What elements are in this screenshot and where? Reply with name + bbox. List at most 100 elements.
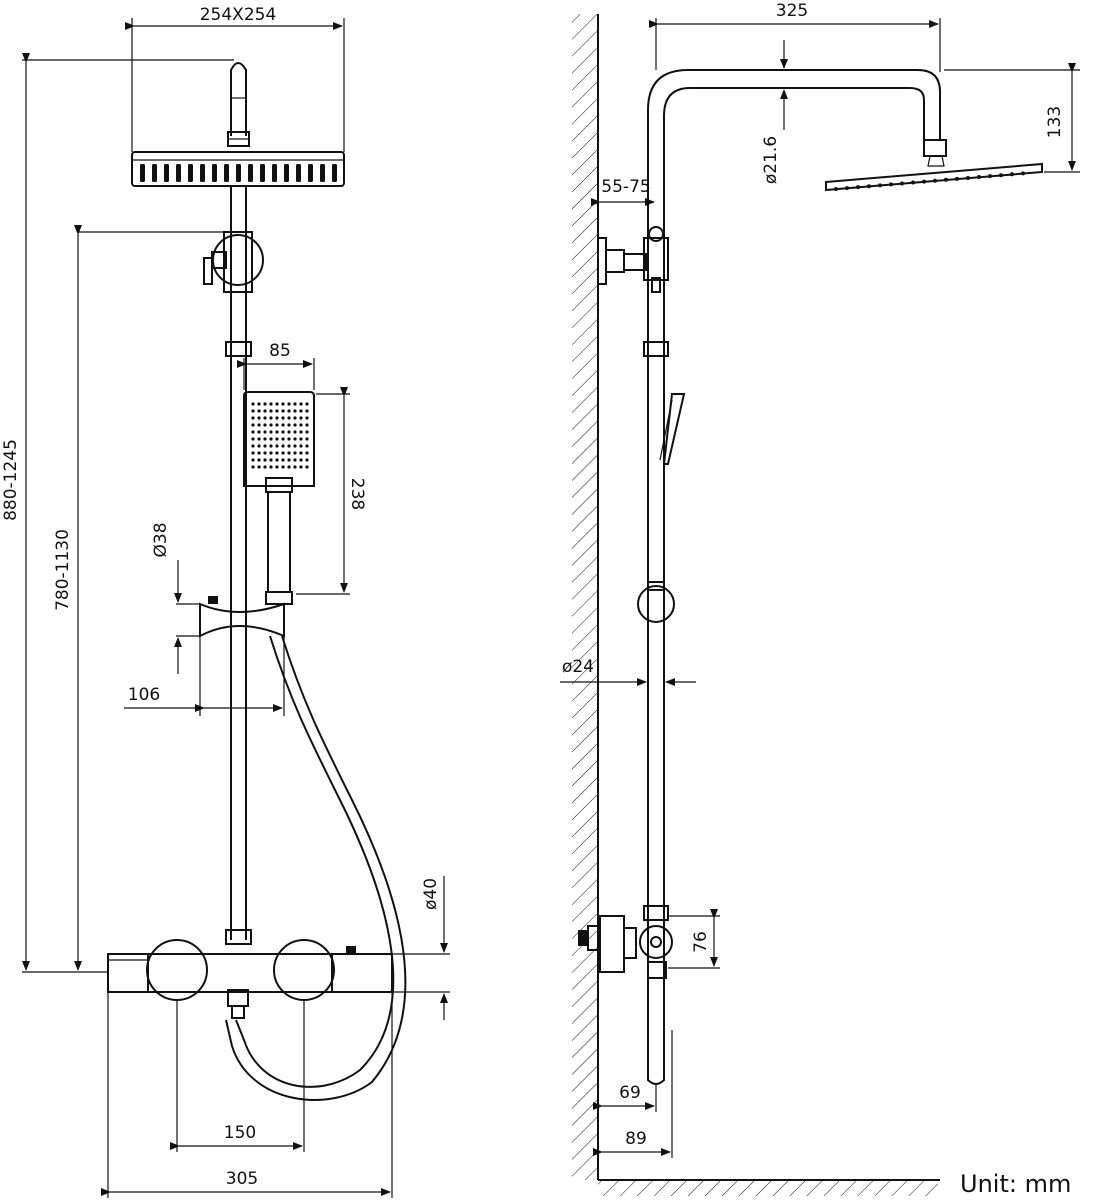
slide-holder: Ø38 <box>151 522 285 674</box>
label-hand-width: 85 <box>269 341 291 361</box>
nozzle <box>248 164 253 182</box>
hand-dot <box>299 409 303 413</box>
label-valve-width: 305 <box>226 1169 258 1189</box>
hand-dot <box>281 465 285 469</box>
hand-dot <box>269 465 273 469</box>
nozzle <box>296 164 301 182</box>
side-nozzle <box>856 185 860 190</box>
hand-dot <box>287 451 291 455</box>
shower-head <box>131 151 345 187</box>
side-nozzle <box>867 184 871 189</box>
hand-dot <box>263 458 267 462</box>
hand-dot <box>263 437 267 441</box>
hand-dot <box>281 451 285 455</box>
hand-dot <box>293 458 297 462</box>
hand-dot <box>257 423 261 427</box>
label-wall-bracket: 55-75 <box>601 177 650 197</box>
nozzle <box>272 164 277 182</box>
side-head-nozzles <box>834 171 1025 191</box>
hand-dot <box>305 430 309 434</box>
hand-dot <box>251 444 255 448</box>
hand-dot <box>293 451 297 455</box>
hand-dot <box>281 416 285 420</box>
side-nozzle <box>988 174 992 179</box>
hand-dot <box>263 451 267 455</box>
nozzle <box>332 164 337 182</box>
label-valve-depth: 89 <box>625 1129 647 1149</box>
side-nozzle <box>1010 172 1014 177</box>
dim-head-size: 254X254 <box>125 5 345 152</box>
side-nozzle <box>834 187 838 191</box>
hand-dot <box>269 402 273 406</box>
hand-dot <box>287 458 291 462</box>
label-total-height: 880-1245 <box>1 439 21 521</box>
hand-dot <box>299 430 303 434</box>
hand-dot <box>269 451 273 455</box>
hand-dot <box>257 437 261 441</box>
side-hand-shower <box>659 393 686 465</box>
nozzle <box>308 164 313 182</box>
hand-dot <box>251 416 255 420</box>
hand-dot <box>251 458 255 462</box>
dim-side-valve-height: 76 <box>668 909 720 969</box>
unit-label: Unit: mm <box>960 1170 1071 1198</box>
nozzle <box>236 164 241 182</box>
side-nozzle <box>955 176 959 181</box>
side-riser <box>647 69 1043 1030</box>
side-nozzle <box>999 173 1003 178</box>
hand-dot <box>257 444 261 448</box>
side-slider <box>637 581 675 623</box>
hand-dot <box>305 465 309 469</box>
label-valve-dia: ø40 <box>421 878 441 910</box>
label-rail-dia: ø24 <box>562 657 594 677</box>
dim-valve-bottom: 150 305 <box>101 992 393 1198</box>
hand-dot <box>281 458 285 462</box>
hand-dot <box>299 444 303 448</box>
hand-dot <box>305 416 309 420</box>
nozzle <box>320 164 325 182</box>
nozzle <box>188 164 193 182</box>
hand-dot <box>287 444 291 448</box>
hand-dot <box>251 465 255 469</box>
hand-dot <box>257 402 261 406</box>
hand-dot <box>263 409 267 413</box>
side-view: 325 133 ø21.6 55-75 <box>560 1 1080 1198</box>
hand-dot <box>293 402 297 406</box>
hand-dot <box>263 430 267 434</box>
hand-dot <box>263 402 267 406</box>
label-outlet-offset: 69 <box>619 1083 641 1103</box>
hand-dot <box>257 416 261 420</box>
hand-shower <box>243 391 315 605</box>
hand-dot <box>251 437 255 441</box>
dim-hand-length: 238 <box>296 387 367 595</box>
hand-dot <box>305 423 309 427</box>
hand-dot <box>281 437 285 441</box>
wall <box>572 14 940 1196</box>
hand-dot <box>287 465 291 469</box>
side-nozzle <box>900 181 904 186</box>
hand-dot <box>293 444 297 448</box>
hand-dot <box>305 451 309 455</box>
shower-arm <box>227 62 250 147</box>
nozzle <box>140 164 145 182</box>
riser-rail <box>225 186 252 945</box>
hand-dot <box>257 430 261 434</box>
nozzle <box>152 164 157 182</box>
side-nozzle <box>966 175 970 180</box>
diverter <box>78 231 264 293</box>
label-head-size: 254X254 <box>200 5 277 25</box>
hand-dot <box>275 451 279 455</box>
hand-dot <box>269 437 273 441</box>
dim-arm-dia: ø21.6 <box>761 40 788 184</box>
hand-dot <box>275 465 279 469</box>
side-nozzle <box>1021 171 1025 176</box>
hand-dot <box>281 402 285 406</box>
hand-dot <box>287 402 291 406</box>
hand-shower-dots <box>251 402 309 469</box>
hand-dot <box>275 444 279 448</box>
hand-dot <box>269 430 273 434</box>
hand-dot <box>293 423 297 427</box>
hand-dot <box>281 430 285 434</box>
dim-head-drop: 133 <box>944 63 1080 173</box>
